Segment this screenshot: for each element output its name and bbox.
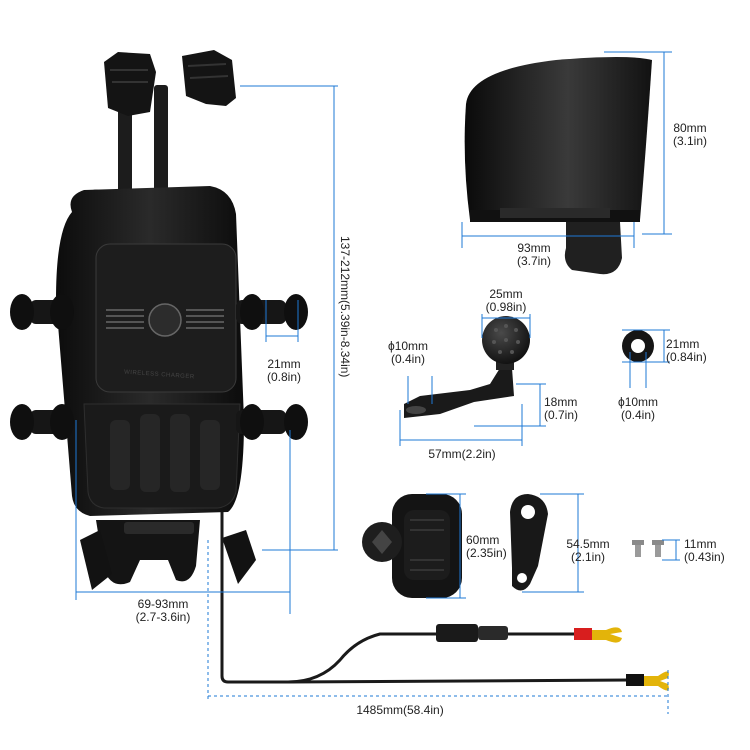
mirror-hole-label: ϕ10mm (0.4in) — [387, 339, 429, 366]
bracket-height-label: 18mm (0.7in) — [544, 395, 579, 422]
top-rail — [154, 85, 168, 195]
washer-inner-label: ϕ10mm (0.4in) — [617, 395, 659, 422]
bottom-claw — [96, 520, 200, 585]
grip-width-label: 69-93mm (2.7-3.6in) — [135, 597, 191, 624]
arm-length-label: 54.5mm (2.1in) — [566, 537, 610, 564]
power-cable — [220, 512, 631, 684]
screw-length-label: 11mm (0.43in) — [684, 537, 725, 564]
visor-clip — [564, 222, 622, 275]
dimension-lines — [75, 51, 680, 614]
holder-height-label: 137-212mm(5.39in-8.34in) — [338, 236, 352, 378]
ball-bracket — [404, 316, 530, 418]
cable-dimension — [207, 540, 669, 714]
screws — [632, 540, 664, 557]
clamp-height-label: 60mm (2.35in) — [466, 533, 507, 560]
bracket-length-label: 57mm(2.2in) — [428, 447, 496, 461]
charger-coil — [148, 303, 182, 337]
sun-visor — [464, 57, 652, 275]
washer-outer-label: 21mm (0.84in) — [666, 337, 707, 364]
extension-arm — [510, 494, 548, 591]
phone-holder — [10, 50, 308, 590]
black-sleeve — [626, 674, 644, 686]
fork-terminal-black — [644, 671, 669, 691]
visor-height-label: 80mm (3.1in) — [672, 121, 707, 148]
washer — [622, 330, 654, 362]
cable-length-label: 1485mm(58.4in) — [356, 703, 444, 717]
visor-width-label: 93mm (3.7in) — [516, 241, 551, 268]
fork-terminal-red — [592, 627, 622, 643]
inline-fuse — [436, 624, 508, 642]
ball-diameter-label: 25mm (0.98in) — [485, 287, 527, 314]
socket-clamp — [362, 494, 462, 598]
red-sleeve — [574, 628, 592, 640]
top-claw — [104, 52, 156, 116]
arm-width-label: 21mm (0.8in) — [266, 357, 301, 384]
